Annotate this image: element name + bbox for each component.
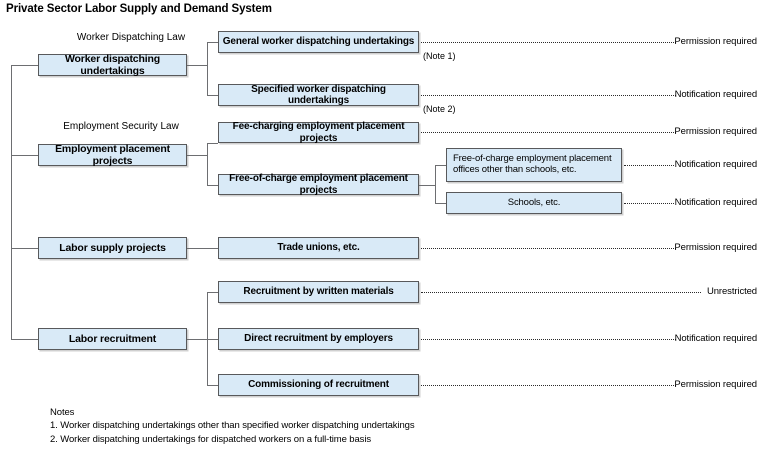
node-fee-charging-placement[interactable]: Fee-charging employment placement projec… xyxy=(218,121,419,144)
node-direct-recruitment[interactable]: Direct recruitment by employers xyxy=(218,328,419,350)
status-specified-worker-dispatching: Notification required xyxy=(674,89,757,100)
page-title: Private Sector Labor Supply and Demand S… xyxy=(6,3,272,15)
note-marker-2: (Note 2) xyxy=(423,104,456,114)
branch-stem-worker-dispatching xyxy=(187,65,207,66)
trunk-connector-worker-dispatching xyxy=(11,65,38,66)
branch-vertical-free-of-charge xyxy=(435,165,436,203)
leader-fee-charging-placement xyxy=(421,132,676,133)
leader-free-of-charge-offices xyxy=(624,165,674,166)
branch-vertical-labor-recruitment xyxy=(207,292,208,385)
node-free-of-charge-offices[interactable]: Free-of-charge employment placement offi… xyxy=(446,148,622,182)
caption-worker-dispatching-law: Worker Dispatching Law xyxy=(76,32,186,43)
branch-arm-direct-recruitment xyxy=(207,339,218,340)
branch-arm-commissioning xyxy=(207,385,218,386)
node-labor-supply-projects[interactable]: Labor supply projects xyxy=(38,237,187,259)
node-schools[interactable]: Schools, etc. xyxy=(446,192,622,214)
leader-general-worker-dispatching xyxy=(421,42,676,43)
leader-schools xyxy=(624,203,674,204)
note-marker-1: (Note 1) xyxy=(423,51,456,61)
status-schools: Notification required xyxy=(674,197,757,208)
trunk-connector-employment-placement xyxy=(11,155,38,156)
notes-block: Notes 1. Worker dispatching undertakings… xyxy=(50,406,415,446)
branch-arm-general-dispatching xyxy=(207,42,218,43)
trunk-connector-labor-recruitment xyxy=(11,339,38,340)
branch-arm-free-of-charge-offices xyxy=(435,165,446,166)
node-recruitment-written-materials[interactable]: Recruitment by written materials xyxy=(218,281,419,303)
node-general-worker-dispatching[interactable]: General worker dispatching undertakings xyxy=(218,31,419,53)
branch-arm-fee-charging xyxy=(207,143,218,144)
node-trade-unions[interactable]: Trade unions, etc. xyxy=(218,237,419,259)
status-recruitment-written-materials: Unrestricted xyxy=(706,286,757,297)
status-trade-unions: Permission required xyxy=(674,242,757,253)
branch-arm-recruitment-written xyxy=(207,292,218,293)
branch-stem-labor-supply xyxy=(187,248,218,249)
node-free-of-charge-placement[interactable]: Free-of-charge employment placement proj… xyxy=(218,173,419,196)
leader-recruitment-written-materials xyxy=(421,292,701,293)
node-employment-placement-projects[interactable]: Employment placement projects xyxy=(38,143,187,167)
status-general-worker-dispatching: Permission required xyxy=(674,36,757,47)
status-fee-charging-placement: Permission required xyxy=(674,126,757,137)
leader-trade-unions xyxy=(421,248,676,249)
node-worker-dispatching-undertakings[interactable]: Worker dispatching undertakings xyxy=(38,53,187,77)
branch-vertical-employment-placement xyxy=(207,143,208,185)
node-specified-worker-dispatching[interactable]: Specified worker dispatching undertaking… xyxy=(218,84,419,106)
status-commissioning-recruitment: Permission required xyxy=(674,379,757,390)
leader-direct-recruitment xyxy=(421,339,676,340)
branch-vertical-worker-dispatching xyxy=(207,42,208,95)
leader-specified-worker-dispatching xyxy=(421,95,676,96)
branch-arm-specified-dispatching xyxy=(207,95,218,96)
notes-heading: Notes xyxy=(50,407,75,418)
trunk-vertical-line xyxy=(11,65,12,339)
branch-stem-employment-placement xyxy=(187,155,207,156)
caption-employment-security-law: Employment Security Law xyxy=(63,121,179,132)
notes-item-1: 1. Worker dispatching undertakings other… xyxy=(50,420,415,432)
leader-commissioning-recruitment xyxy=(421,385,676,386)
branch-stem-free-of-charge xyxy=(419,185,435,186)
trunk-connector-labor-supply xyxy=(11,248,38,249)
node-labor-recruitment[interactable]: Labor recruitment xyxy=(38,328,187,350)
node-commissioning-recruitment[interactable]: Commissioning of recruitment xyxy=(218,374,419,396)
notes-item-2: 2. Worker dispatching undertakings for d… xyxy=(50,433,371,445)
branch-arm-schools xyxy=(435,203,446,204)
branch-stem-labor-recruitment xyxy=(187,339,207,340)
status-direct-recruitment: Notification required xyxy=(674,333,757,344)
status-free-of-charge-offices: Notification required xyxy=(674,159,757,170)
branch-arm-free-of-charge xyxy=(207,185,218,186)
